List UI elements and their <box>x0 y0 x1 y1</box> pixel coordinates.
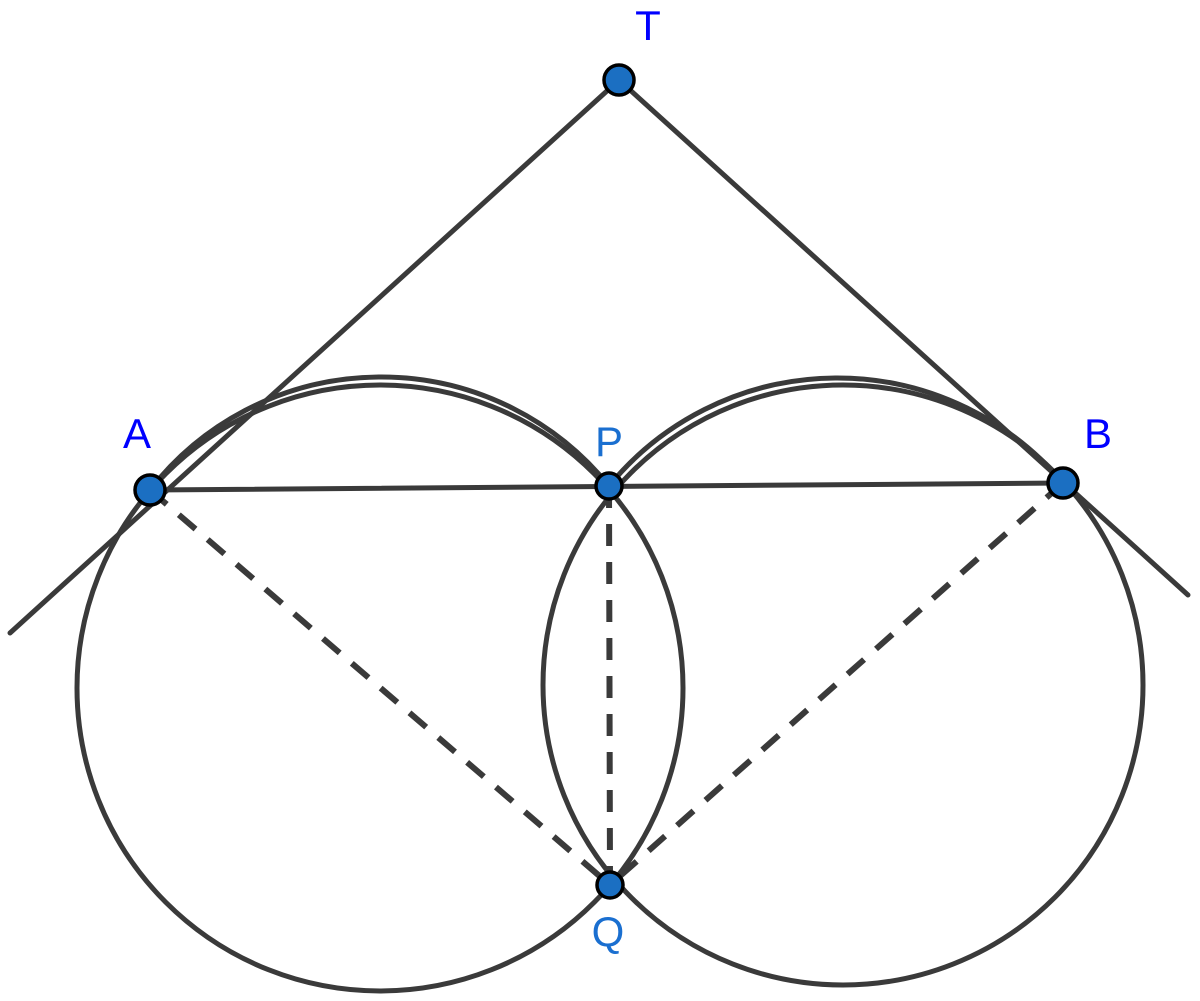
vertex-dot-P[interactable] <box>594 471 624 501</box>
vertex-dot-B[interactable] <box>1046 466 1080 500</box>
vertex-dot-T[interactable] <box>602 63 636 97</box>
vertex-label-P: P <box>595 418 623 465</box>
vertex-label-T: T <box>635 2 661 49</box>
vertex-label-B: B <box>1084 410 1112 457</box>
upper-arc-P-to-B <box>606 375 1066 489</box>
upper-arc-A-to-P <box>147 374 612 493</box>
dashed-segment-A-Q <box>148 487 612 888</box>
right-circle <box>540 382 1146 988</box>
tangent-line-T-B <box>616 77 1191 598</box>
vertex-label-A: A <box>123 410 151 457</box>
vertex-label-Q: Q <box>592 908 625 955</box>
vertex-dot-Q[interactable] <box>595 870 625 900</box>
vertex-dot-A[interactable] <box>133 473 167 507</box>
left-circle <box>74 382 686 994</box>
tangent-line-T-A <box>7 77 622 636</box>
dashed-segment-P-Q <box>606 485 613 886</box>
dashed-segment-B-Q <box>608 480 1065 888</box>
